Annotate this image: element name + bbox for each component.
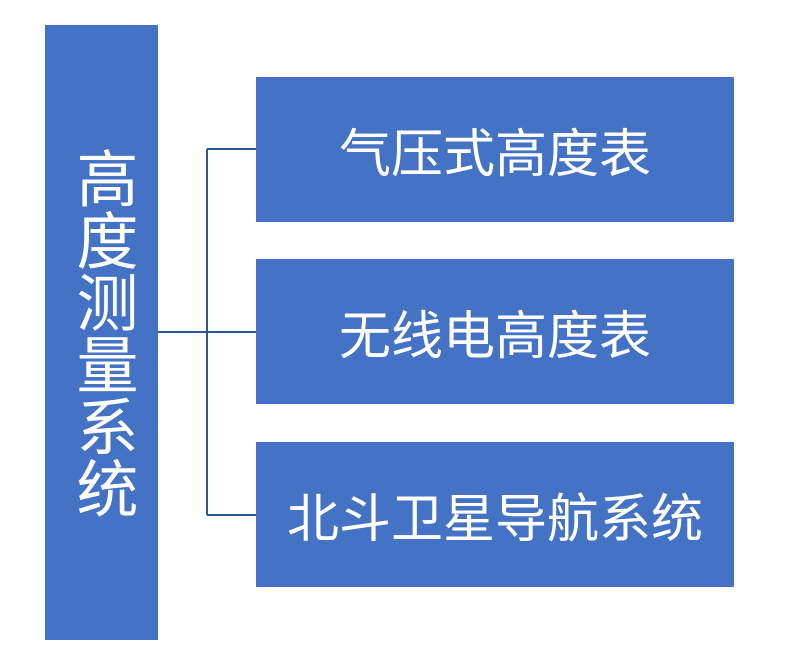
root-node-box: 高度测量系统 xyxy=(45,25,158,640)
child-node-label: 北斗卫星导航系统 xyxy=(286,490,703,550)
child-node-barometric-altimeter: 气压式高度表 xyxy=(256,77,734,222)
child-node-label: 气压式高度表 xyxy=(338,125,651,185)
child-node-label: 无线电高度表 xyxy=(338,307,651,367)
child-node-radio-altimeter: 无线电高度表 xyxy=(256,259,734,404)
child-node-beidou-navigation: 北斗卫星导航系统 xyxy=(256,442,734,587)
root-node-label: 高度测量系统 xyxy=(65,146,139,519)
